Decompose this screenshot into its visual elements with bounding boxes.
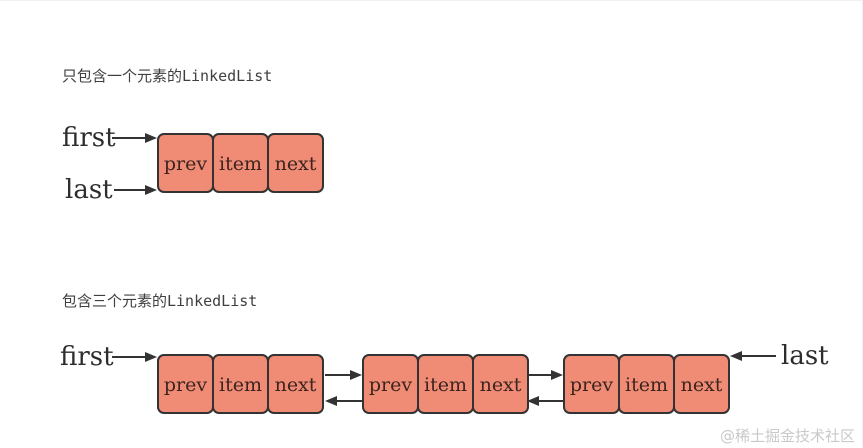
prev-link-arrow-node3-node2: [527, 395, 563, 407]
node-cell-prev: prev: [362, 354, 419, 414]
last-pointer-arrow-single: [114, 184, 157, 196]
arrow-head-icon: [325, 395, 337, 406]
node-cell-next: next: [673, 354, 730, 414]
first-pointer-label-three: first: [60, 342, 114, 372]
prev-link-arrow-node2-node1: [325, 395, 362, 407]
node-2: prev item next: [362, 354, 529, 414]
section-three-title: 包含三个元素的LinkedList: [62, 292, 258, 310]
arrow-head-icon: [145, 184, 157, 195]
last-pointer-arrow-three: [730, 350, 776, 362]
node-cell-prev: prev: [563, 354, 620, 414]
first-pointer-label-single: first: [62, 123, 116, 153]
arrow-head-icon: [730, 350, 742, 361]
arrow-line: [112, 136, 148, 140]
first-pointer-arrow-single: [112, 132, 157, 144]
node-single: prev item next: [157, 133, 324, 193]
arrow-head-icon: [551, 369, 563, 380]
arrow-line: [527, 373, 554, 377]
node-cell-next: next: [267, 354, 324, 414]
arrow-head-icon: [527, 395, 539, 406]
node-cell-item: item: [417, 354, 474, 414]
section-single-title: 只包含一个元素的LinkedList: [62, 67, 273, 85]
first-pointer-arrow-three: [112, 351, 157, 363]
node-3: prev item next: [563, 354, 730, 414]
node-cell-next: next: [472, 354, 529, 414]
arrow-line: [112, 355, 148, 359]
arrow-line: [114, 188, 148, 192]
arrow-head-icon: [145, 132, 157, 143]
arrow-head-icon: [145, 351, 157, 362]
arrow-line: [334, 399, 362, 403]
watermark: @稀土掘金技术社区: [719, 427, 855, 445]
arrow-line: [739, 354, 776, 358]
arrow-line: [325, 373, 353, 377]
node-cell-next: next: [267, 133, 324, 193]
arrow-line: [536, 399, 563, 403]
last-pointer-label-single: last: [65, 175, 113, 205]
node-cell-item: item: [618, 354, 675, 414]
node-cell-prev: prev: [157, 133, 214, 193]
arrow-head-icon: [350, 369, 362, 380]
next-link-arrow-node1-node2: [325, 369, 362, 381]
node-cell-item: item: [212, 354, 269, 414]
node-cell-prev: prev: [157, 354, 214, 414]
last-pointer-label-three: last: [781, 341, 829, 371]
next-link-arrow-node2-node3: [527, 369, 563, 381]
node-1: prev item next: [157, 354, 324, 414]
node-cell-item: item: [212, 133, 269, 193]
